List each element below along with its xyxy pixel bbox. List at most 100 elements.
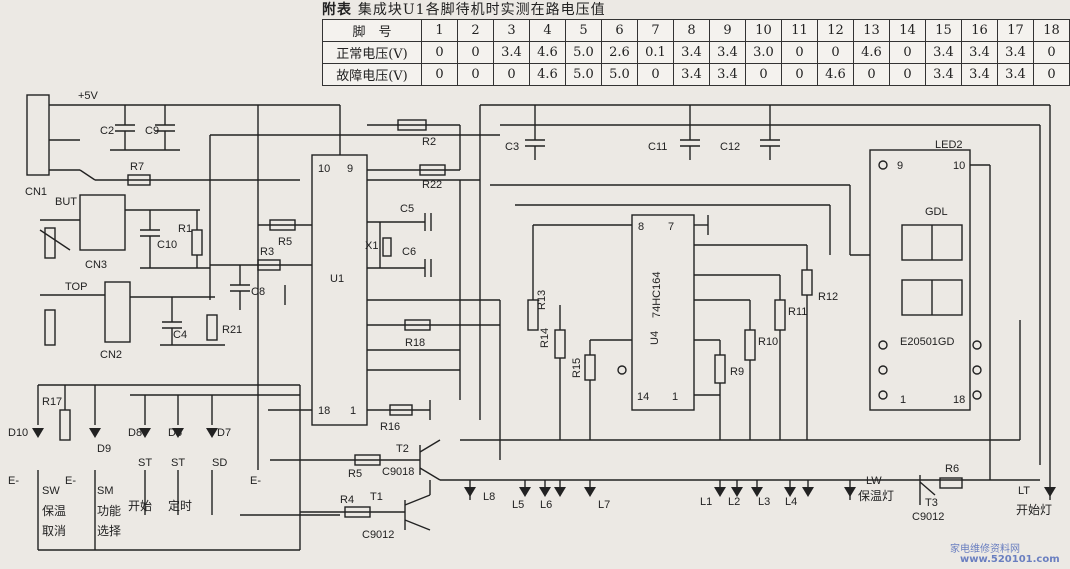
label-e20501gd: E20501GD xyxy=(900,336,954,348)
label-r7: R7 xyxy=(130,161,144,173)
label-d6: D6 xyxy=(168,427,182,439)
pin-header-16: 16 xyxy=(961,19,998,42)
voltage-cell: 3.4 xyxy=(673,63,710,86)
label-cn2: CN2 xyxy=(100,349,122,361)
label-u1-pin1: 1 xyxy=(350,405,356,417)
pin-header-11: 11 xyxy=(781,19,818,42)
led2-display xyxy=(869,149,971,411)
caption-bold: 附表 xyxy=(322,2,352,18)
label-gongneng: 功能 xyxy=(97,504,121,518)
caption-text: 集成块U1各脚待机时实测在路电压值 xyxy=(357,2,606,18)
label-d8: D8 xyxy=(128,427,142,439)
label-lt: LT xyxy=(1018,485,1030,497)
label-r5: R5 xyxy=(278,236,292,248)
label-r11: R11 xyxy=(788,306,807,318)
voltage-cell: 3.4 xyxy=(493,41,530,64)
watermark-line2: www.520101.com xyxy=(960,554,1060,565)
label-r5-bottom: R5 xyxy=(348,468,362,480)
label-r10: R10 xyxy=(758,336,778,348)
label-baowen: 保温 xyxy=(42,504,66,518)
u4-chip xyxy=(631,214,695,411)
label-plus5v: +5V xyxy=(78,90,99,102)
voltage-cell: 3.4 xyxy=(997,63,1034,86)
row-label: 正常电压(V) xyxy=(322,41,422,64)
label-e3: E- xyxy=(250,475,261,487)
label-r4: R4 xyxy=(340,494,354,506)
label-gdl: GDL xyxy=(925,206,948,218)
pin-header-1: 1 xyxy=(421,19,458,42)
table-caption: 附表 集成块U1各脚待机时实测在路电压值 xyxy=(322,0,606,19)
label-t1: T1 xyxy=(370,491,383,503)
u1-chip xyxy=(311,154,368,426)
pin-header-15: 15 xyxy=(925,19,962,42)
label-c4: C4 xyxy=(173,329,187,341)
voltage-cell: 0 xyxy=(1033,63,1070,86)
label-xuanze: 选择 xyxy=(97,524,121,538)
voltage-cell: 0 xyxy=(889,63,926,86)
label-sm: SM xyxy=(97,485,114,497)
label-r14: R14 xyxy=(539,328,551,348)
pin-header-18: 18 xyxy=(1033,19,1070,42)
label-l7: L7 xyxy=(598,499,610,511)
label-disp-pin9: 9 xyxy=(897,160,903,172)
voltage-cell: 2.6 xyxy=(601,41,638,64)
label-u4-pin14: 14 xyxy=(637,391,649,403)
voltage-cell: 0.1 xyxy=(637,41,674,64)
voltage-cell: 0 xyxy=(421,41,458,64)
label-r1: R1 xyxy=(178,223,192,235)
voltage-cell: 5.0 xyxy=(565,41,602,64)
label-c3: C3 xyxy=(505,141,519,153)
pin-header-3: 3 xyxy=(493,19,530,42)
header-label: 脚 号 xyxy=(322,19,422,42)
voltage-cell: 0 xyxy=(1033,41,1070,64)
pin-header-8: 8 xyxy=(673,19,710,42)
voltage-cell: 3.4 xyxy=(961,41,998,64)
voltage-cell: 4.6 xyxy=(529,41,566,64)
voltage-cell: 5.0 xyxy=(601,63,638,86)
label-l8: L8 xyxy=(483,491,495,503)
pin-header-10: 10 xyxy=(745,19,782,42)
label-l1: L1 xyxy=(700,496,712,508)
pin-header-9: 9 xyxy=(709,19,746,42)
label-u4-pin8: 8 xyxy=(638,221,644,233)
label-quxiao: 取消 xyxy=(42,524,66,538)
label-x1: X1 xyxy=(365,240,378,252)
label-r18: R18 xyxy=(405,337,425,349)
label-c10: C10 xyxy=(157,239,177,251)
voltage-cell: 0 xyxy=(745,63,782,86)
label-but: BUT xyxy=(55,196,77,208)
label-baowendeng: 保温灯 xyxy=(858,489,894,503)
label-c11: C11 xyxy=(648,141,667,153)
label-r13: R13 xyxy=(536,290,548,310)
label-c6: C6 xyxy=(402,246,416,258)
label-t2: T2 xyxy=(396,443,409,455)
label-sd: SD xyxy=(212,457,227,469)
voltage-cell: 0 xyxy=(853,63,890,86)
voltage-cell: 3.4 xyxy=(673,41,710,64)
label-l6: L6 xyxy=(540,499,552,511)
label-st2: ST xyxy=(171,457,185,469)
label-r2: R2 xyxy=(422,136,436,148)
label-c9018: C9018 xyxy=(382,466,414,478)
voltage-cell: 0 xyxy=(493,63,530,86)
label-kaishideng: 开始灯 xyxy=(1016,503,1052,517)
voltage-cell: 0 xyxy=(889,41,926,64)
label-disp-pin18: 18 xyxy=(953,394,965,406)
label-l2: L2 xyxy=(728,496,740,508)
pin-header-14: 14 xyxy=(889,19,926,42)
pin-header-12: 12 xyxy=(817,19,854,42)
label-top: TOP xyxy=(65,281,87,293)
label-u1-pin18: 18 xyxy=(318,405,330,417)
label-l3: L3 xyxy=(758,496,770,508)
label-u4: U4 xyxy=(649,331,661,345)
label-u1-pin9: 9 xyxy=(347,163,353,175)
label-u4-pin7: 7 xyxy=(668,221,674,233)
voltage-cell: 3.4 xyxy=(961,63,998,86)
label-sw: SW xyxy=(42,485,60,497)
label-disp-pin10: 10 xyxy=(953,160,965,172)
